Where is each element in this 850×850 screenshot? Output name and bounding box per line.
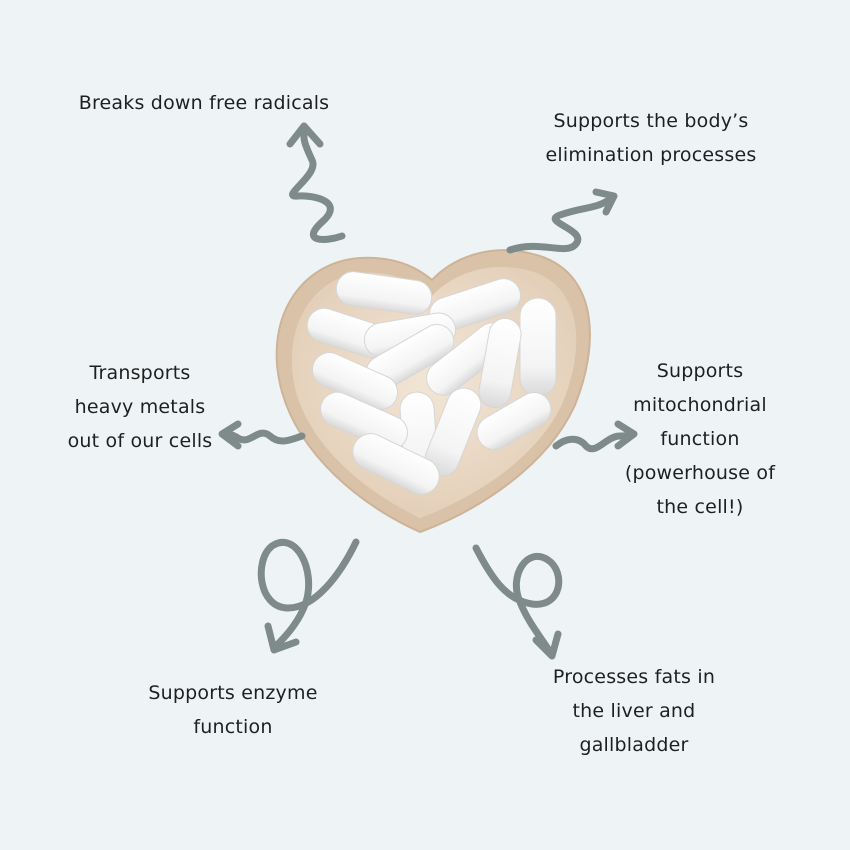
arrow-free-radicals [289, 124, 346, 243]
arrow-enzyme [257, 538, 360, 650]
capsules [306, 271, 557, 495]
label-elimination: Supports the body’s elimination processe… [545, 110, 757, 166]
label-heavy-metals: Transports heavy metals out of our cells [67, 362, 213, 452]
label-enzyme: Supports enzyme function [148, 682, 318, 738]
label-fats: Processes fats in the liver and gallblad… [552, 666, 716, 756]
label-mitochondrial: Supports mitochondrial function (powerho… [624, 360, 776, 518]
arrow-heavy-metals [220, 429, 306, 445]
label-free-radicals: Breaks down free radicals [78, 92, 330, 114]
arrow-fats [472, 544, 563, 656]
arrow-elimination [506, 194, 616, 254]
arrows [218, 122, 638, 660]
